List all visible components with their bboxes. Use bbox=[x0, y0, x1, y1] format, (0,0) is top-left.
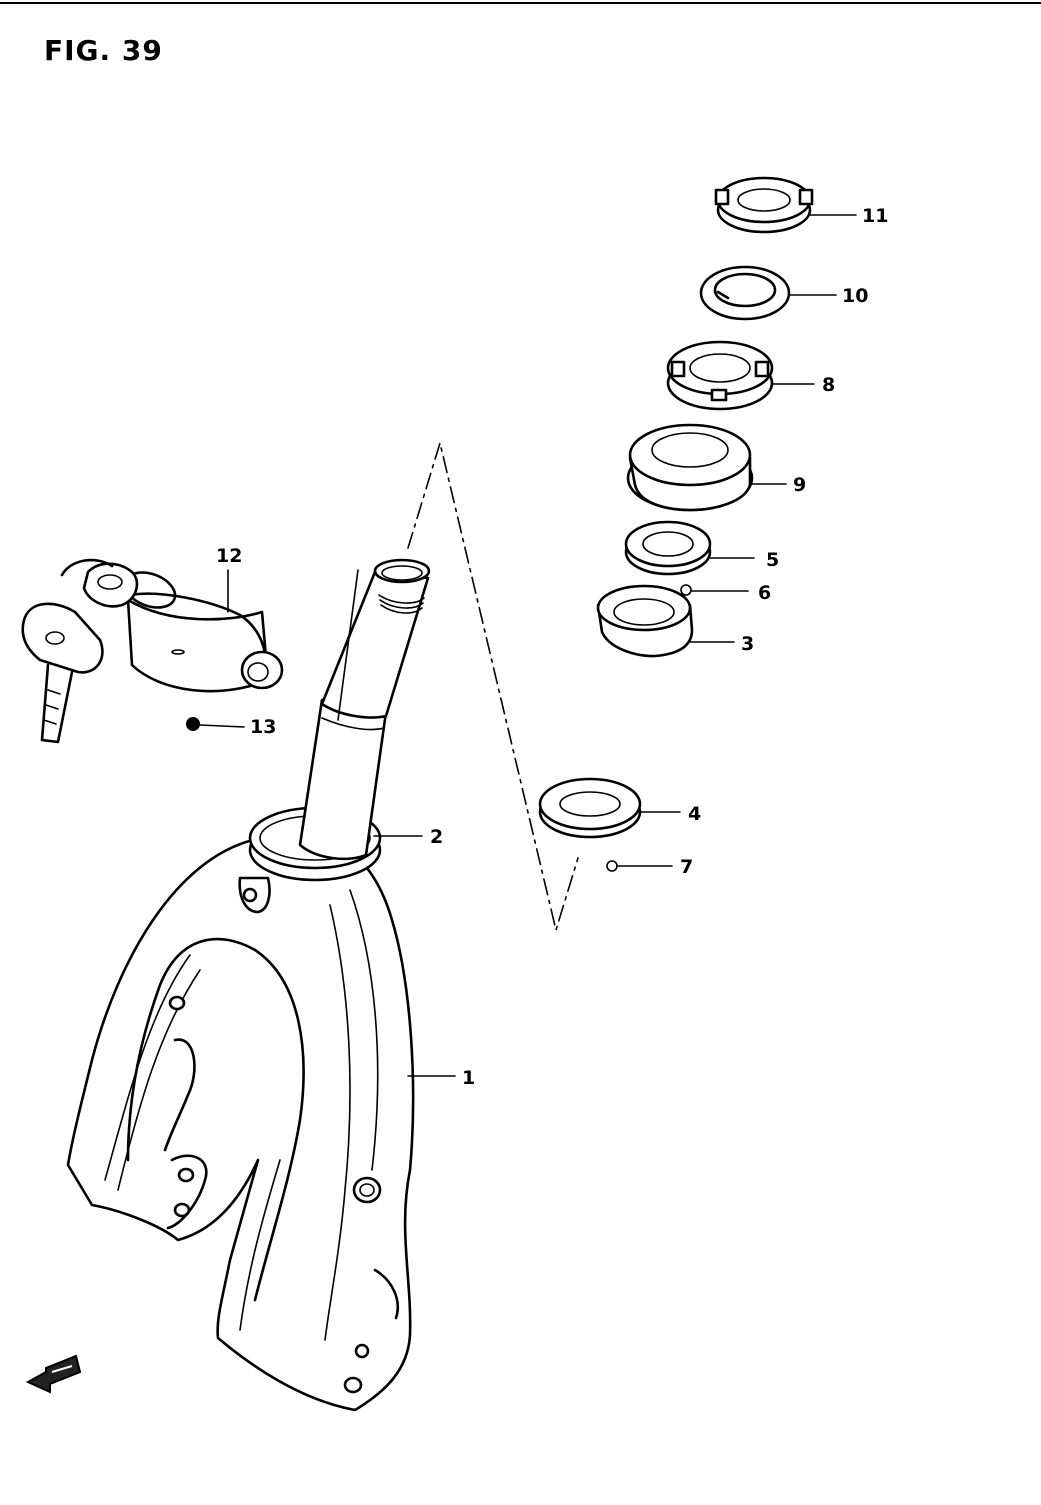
part-1-front-fork bbox=[66, 558, 431, 1412]
label-8: 8 bbox=[822, 374, 835, 396]
figure-title: FIG. 39 bbox=[44, 34, 163, 67]
label-12: 12 bbox=[216, 545, 242, 567]
part-11-lock-nut bbox=[714, 176, 814, 234]
part-13-screw bbox=[186, 717, 200, 731]
label-9: 9 bbox=[793, 474, 806, 496]
part-3-bearing-race bbox=[596, 584, 694, 658]
part-8-stem-nut bbox=[666, 340, 774, 411]
assembly-guide-line bbox=[407, 439, 579, 934]
part-4-lower-race bbox=[538, 777, 642, 839]
part-10-lock-washer bbox=[699, 265, 791, 321]
label-11: 11 bbox=[862, 205, 888, 227]
label-2: 2 bbox=[430, 826, 443, 848]
part-7-steel-ball bbox=[606, 860, 618, 872]
label-4: 4 bbox=[688, 803, 701, 825]
part-6-steel-ball bbox=[680, 584, 692, 596]
front-direction-arrow-icon bbox=[25, 1354, 82, 1394]
label-10: 10 bbox=[842, 285, 868, 307]
label-6: 6 bbox=[758, 582, 771, 604]
part-9-dust-cover bbox=[626, 423, 754, 512]
leader-lines bbox=[199, 214, 857, 1077]
part-12-steering-lock bbox=[21, 558, 284, 744]
label-7: 7 bbox=[680, 856, 693, 878]
part-labels: 11 10 8 9 5 6 3 4 7 2 1 12 13 bbox=[216, 205, 888, 1089]
label-1: 1 bbox=[462, 1067, 475, 1089]
label-3: 3 bbox=[741, 633, 754, 655]
label-5: 5 bbox=[766, 549, 779, 571]
part-5-bearing-cone bbox=[624, 520, 712, 576]
label-13: 13 bbox=[250, 716, 276, 738]
